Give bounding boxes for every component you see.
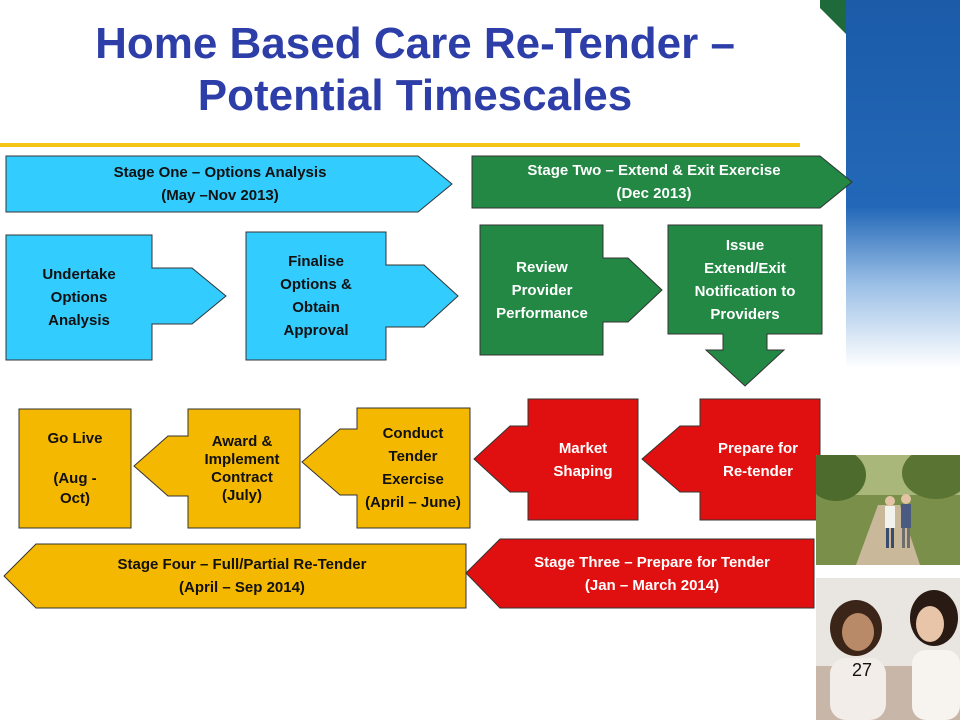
issue-label: Issue Extend/Exit Notification to Provid… [694, 236, 796, 323]
award-step-shape [133, 408, 301, 529]
stage-one-banner [5, 155, 453, 213]
stage-one-label: Stage One – Options Analysis (May –Nov 2… [113, 164, 327, 204]
corner-accent [820, 0, 846, 34]
stage-three-label: Stage Three – Prepare for Tender (Jan – … [534, 554, 770, 594]
stage-four-banner [3, 543, 467, 609]
sidebar-band [846, 0, 960, 460]
review-step-shape [479, 224, 663, 356]
finalise-step-shape [245, 231, 459, 361]
finalise-label: Finalise Options & Obtain Approval [280, 253, 352, 339]
golive-label: Go Live (Aug - Oct) [47, 429, 103, 507]
award-label: Award & Implement Contract (July) [204, 432, 280, 504]
prepare-label: Prepare for Re-tender [717, 439, 799, 480]
stage-two-label: Stage Two – Extend & Exit Exercise (Dec … [527, 162, 781, 202]
review-label: Review Provider Performance [496, 258, 588, 322]
women-talking-illustration [816, 578, 960, 720]
market-label: Market Shaping [553, 439, 613, 480]
undertake-label: Undertake Options Analysis [42, 266, 116, 329]
couple-walking-photo [816, 455, 960, 565]
golive-step-shape [18, 408, 132, 529]
stage-three-banner [465, 538, 815, 609]
conduct-step-shape [301, 407, 471, 529]
title-line-2: Potential Timescales [197, 71, 633, 120]
title-underline [0, 143, 800, 147]
title-line-1: Home Based Care Re-Tender – [95, 19, 735, 68]
stage-four-label: Stage Four – Full/Partial Re-Tender (Apr… [117, 556, 367, 596]
undertake-step-shape [5, 234, 227, 361]
couple-walking-illustration [816, 455, 960, 565]
issue-step-shape [667, 224, 823, 387]
women-talking-photo [816, 578, 960, 720]
market-step-shape [473, 398, 639, 521]
page-title: Home Based Care Re-Tender – Potential Ti… [20, 18, 810, 122]
conduct-label: Conduct Tender Exercise (April – June) [365, 425, 461, 511]
stage-two-banner [471, 155, 853, 209]
page-number: 27 [852, 660, 873, 680]
